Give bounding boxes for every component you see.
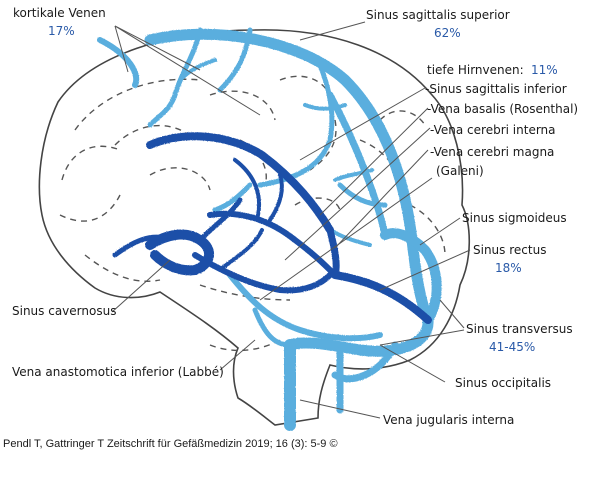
credit-line: Pendl T, Gattringer T Zeitschrift für Ge… [3,438,338,450]
label-sinus-transversus-pct: 41-45% [489,340,536,354]
label-sinus-sagittalis-superior-pct: 62% [434,26,461,40]
label-sinus-sigmoideus: Sinus sigmoideus [462,211,567,225]
sinus-rectus-vessel [331,271,432,324]
label-vena-anastomotica-inferior: Vena anastomotica inferior (Labbé) [12,365,224,379]
label-sinus-occipitalis: Sinus occipitalis [455,376,552,390]
vena-basalis-vessel [192,252,333,294]
label-sinus-sagittalis-superior: Sinus sagittalis superior [366,8,510,22]
label-vena-basalis: -Vena basalis (Rosenthal) [427,102,579,116]
label-tiefe-hirnvenen-pct: 11% [531,63,558,77]
superficial-veins [97,27,442,431]
label-kortikale-venen: kortikale Venen [13,6,106,20]
sinus-sagittalis-superior-vessel [144,28,434,326]
label-vena-jugularis-interna: Vena jugularis interna [383,413,515,427]
cortical-vein-3 [217,27,253,93]
vena-cerebri-interna-vessel [207,210,338,278]
label-vena-cerebri-interna: -Vena cerebri interna [430,123,556,137]
cortical-vein-1 [97,37,140,88]
label-sinus-sagittalis-inferior: -Sinus sagittalis inferior [425,82,567,96]
label-sinus-cavernosus: Sinus cavernosus [12,304,117,318]
label-sinus-rectus-pct: 18% [495,261,522,275]
label-tiefe-hirnvenen: tiefe Hirnvenen: [427,63,524,77]
label-vena-cerebri-magna: -Vena cerebri magna [430,145,555,159]
label-sinus-transversus: Sinus transversus [466,322,573,336]
sinus-cavernosus-vessel [145,229,214,276]
deep-veins [112,132,432,324]
label-galeni: (Galeni) [436,164,484,178]
leader-lines [111,21,471,419]
label-sinus-rectus: Sinus rectus [473,243,547,257]
sinus-sigmoideus-vessel [380,228,442,325]
gyri-dashed-lines [59,75,446,352]
label-kortikale-venen-pct: 17% [48,24,75,38]
vena-labbe-vessel [227,272,383,342]
sinus-sagittalis-inferior-vessel [146,132,334,234]
cortical-vein-2 [147,27,203,128]
